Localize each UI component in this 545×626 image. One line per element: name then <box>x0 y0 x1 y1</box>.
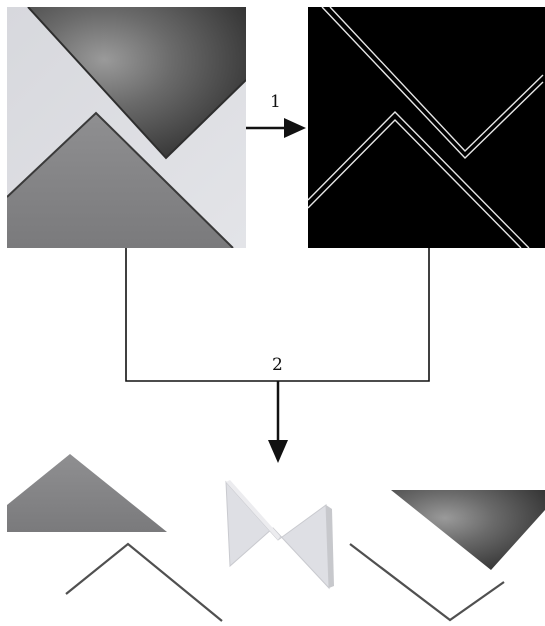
dark-region-border <box>27 7 246 160</box>
edge-map-panel <box>307 6 545 249</box>
output-light-background-segment <box>225 480 334 590</box>
step-1-arrow: 1 <box>246 92 306 138</box>
output-dark-textured-region <box>391 490 545 570</box>
gray-triangle-region <box>7 113 233 248</box>
output-v-contour <box>349 543 505 622</box>
edge-map-background <box>308 7 545 248</box>
output-gray-triangle <box>7 454 167 532</box>
lower-peak-edge-outer <box>307 111 530 249</box>
step-2-connector: 2 <box>125 248 430 463</box>
input-image-panel <box>7 7 246 248</box>
lower-peak-edge-inner <box>307 119 522 249</box>
upper-v-edge-inner <box>329 6 544 152</box>
segmented-output <box>7 454 545 622</box>
output-peak-contour <box>65 542 223 622</box>
step-2-arrowhead <box>268 440 288 463</box>
dark-textured-region <box>28 7 246 158</box>
step-2-label: 2 <box>272 355 283 375</box>
step-1-label: 1 <box>270 92 281 112</box>
upper-v-edge-outer <box>321 6 544 159</box>
step-1-arrowhead <box>284 118 306 138</box>
gray-triangle-border <box>7 111 234 248</box>
